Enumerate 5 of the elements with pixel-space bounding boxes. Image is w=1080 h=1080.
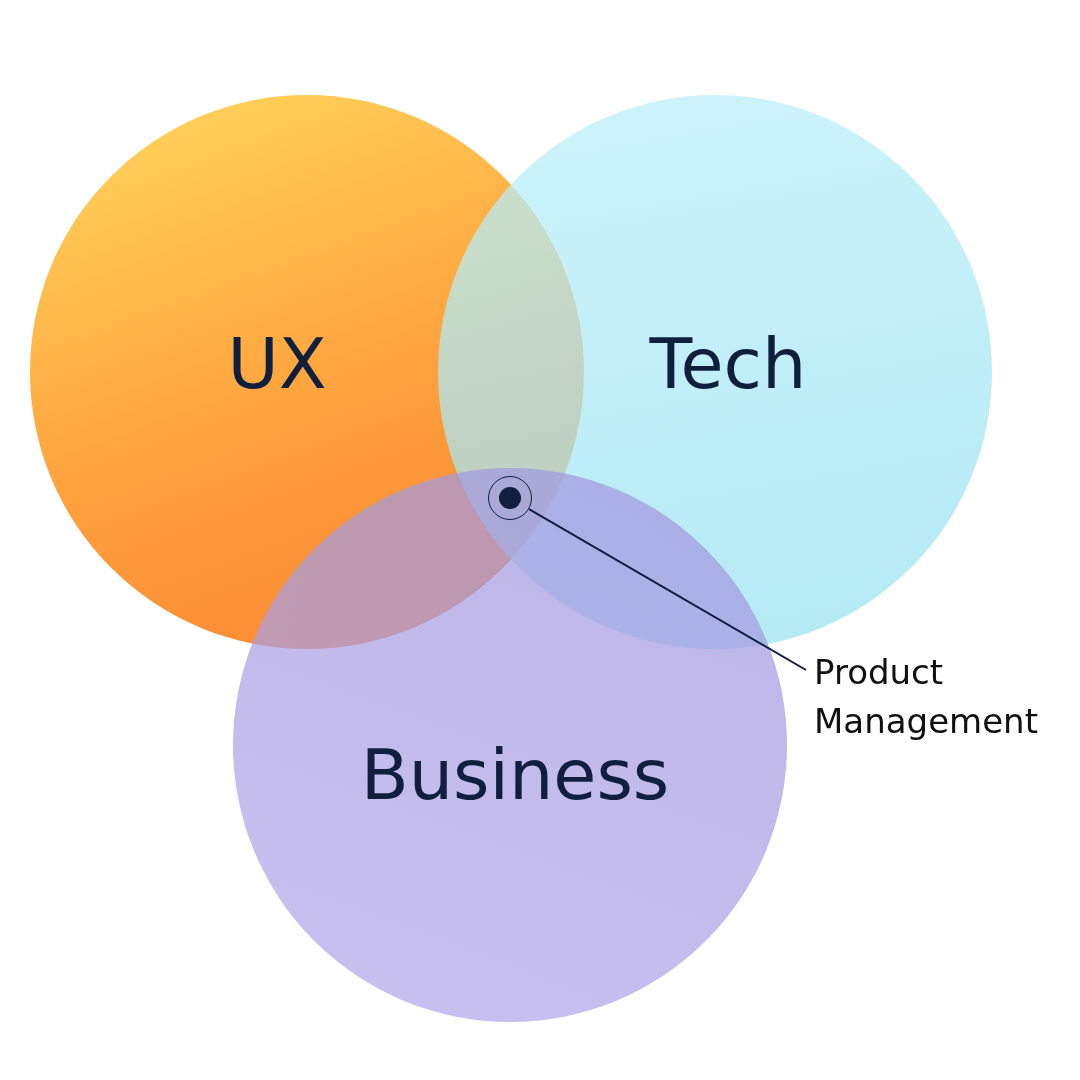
leader-line (528, 508, 807, 671)
circle-label: Business (360, 740, 670, 810)
circle-label: UX (227, 329, 327, 399)
callout-text: Product Management (814, 652, 1038, 742)
circle-label: Tech (649, 329, 807, 399)
